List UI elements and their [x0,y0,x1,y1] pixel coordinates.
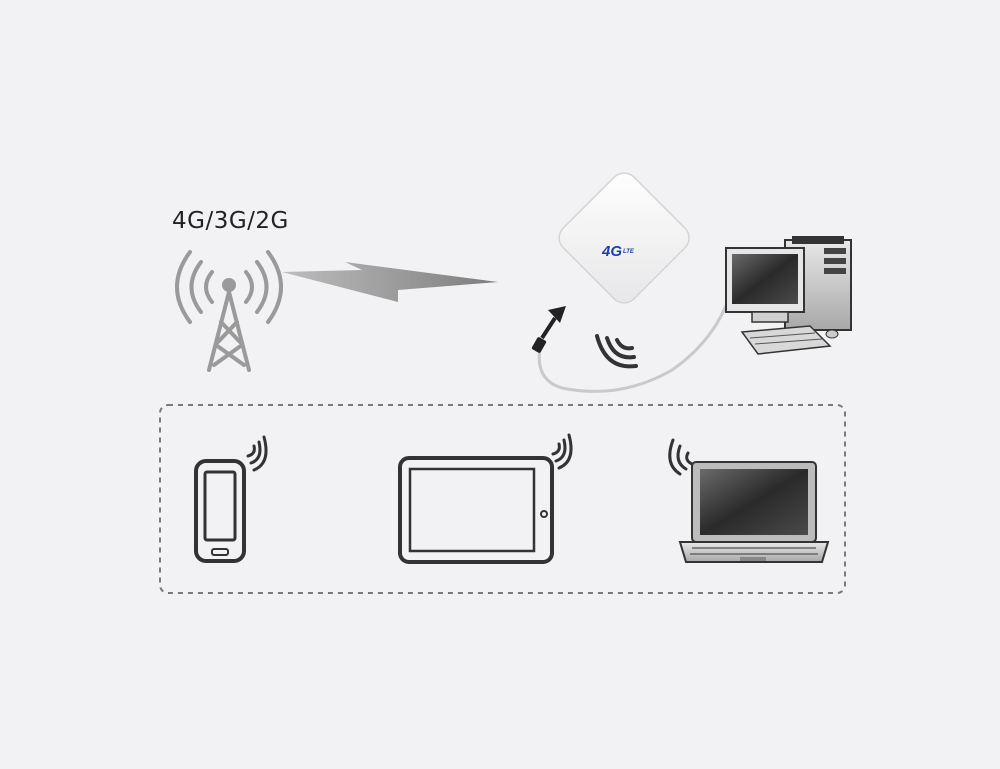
cable-connector-icon [531,306,566,353]
antenna-logo-sub: LTE [623,249,635,255]
wifi-wave-icon [551,433,573,470]
smartphone-icon [194,459,246,563]
lightning-signal-icon [282,262,498,302]
wifi-wave-icon [668,438,694,476]
antenna-logo-main: 4G [601,243,622,260]
wifi-wave-icon [595,334,638,369]
wifi-wave-icon [246,435,268,472]
laptop-icon [678,461,830,563]
network-type-label: 4G/3G/2G [172,208,289,234]
tablet-icon [398,456,554,564]
antenna-cable [537,294,732,393]
cell-tower-icon [175,250,283,372]
desktop-computer-icon [725,236,852,355]
antenna-panel-icon: 4G LTE [558,172,690,304]
local-devices-region [159,404,846,594]
